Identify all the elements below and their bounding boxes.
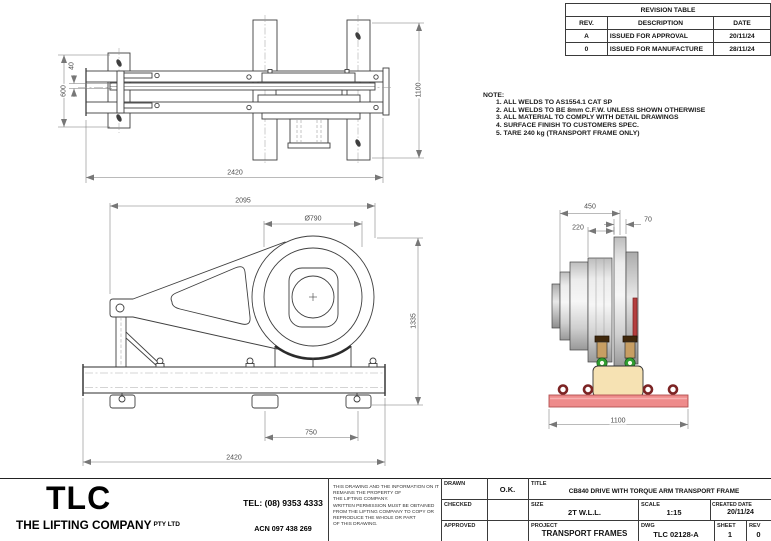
desc-cell: ISSUED FOR APPROVAL (606, 29, 715, 43)
company-logo: TLC (46, 480, 112, 516)
torque-arm-plate-side (613, 236, 627, 368)
drive-plate1 (559, 271, 571, 341)
dim-front-750: 750 (304, 429, 318, 437)
project-value: TRANSPORT FRAMES (541, 529, 628, 538)
project-label: PROJECT (531, 523, 558, 529)
approved-label: APPROVED (444, 523, 476, 529)
front-view-dimensions (82, 203, 423, 466)
base-lifting-eyes (557, 384, 679, 395)
drum-hub-octagon (288, 267, 339, 328)
desc-cell: ISSUED FOR MANUFACTURE (606, 42, 715, 56)
dim-front-2420: 2420 (225, 454, 243, 462)
date-cell: 28/11/24 (713, 42, 771, 56)
company-name-text: THE LIFTING COMPANY (16, 518, 152, 532)
front-beam (82, 366, 386, 394)
copyright-disclaimer: THIS DRAWING AND THE INFORMATION ON IT R… (333, 485, 439, 528)
company-suffix: PTY LTD (153, 521, 180, 528)
dwg-number: TLC 02128-A (653, 530, 699, 539)
dim-side-220: 220 (571, 224, 585, 232)
arm-support-post (115, 317, 164, 368)
disclaimer-line: REMAINS THE PROPERTY OF (333, 491, 402, 497)
drawn-value: O.K. (499, 485, 516, 494)
front-lifting-eye-symbols (118, 357, 378, 403)
note-item: 1. ALL WELDS TO AS1554.1 CAT SP (496, 99, 613, 106)
dim-top-1100: 1100 (415, 81, 423, 99)
dim-side-450: 450 (583, 203, 597, 211)
title-block (0, 478, 771, 541)
drum-bore-circle (291, 275, 335, 319)
dwg-label: DWG (641, 523, 655, 529)
drive-section2 (569, 261, 589, 351)
rev-cell: 0 (565, 42, 608, 56)
note-item: 3. ALL MATERIAL TO COMPLY WITH DETAIL DR… (496, 114, 679, 122)
table-row: A ISSUED FOR APPROVAL 20/11/24 (565, 29, 771, 43)
disclaimer-line: OF THIS DRAWING. (333, 522, 378, 528)
front-view (82, 235, 386, 409)
rev-label: REV (749, 523, 761, 529)
clamp-assembly-left (594, 335, 610, 369)
size-value: 2T W.L.L. (568, 508, 601, 517)
revision-table-title: REVISION TABLE (565, 3, 771, 17)
sheet-number: 1 (727, 530, 733, 539)
dim-side-1100: 1100 (609, 417, 627, 425)
disclaimer-line: THE LIFTING COMPANY. (333, 497, 389, 503)
notes-heading: NOTE: (483, 92, 505, 99)
phone-number: TEL: (08) 9353 4333 (243, 498, 323, 508)
date-cell: 20/11/24 (713, 29, 771, 43)
size-label: SIZE (531, 502, 544, 508)
acn-number: ACN 097 438 269 (254, 524, 312, 533)
saddle-block (592, 365, 644, 398)
scale-value: 1:15 (666, 508, 682, 517)
dim-top-40: 40 (68, 61, 76, 71)
drawing-title: CB840 DRIVE WITH TORQUE ARM TRANSPORT FR… (568, 488, 740, 495)
checked-label: CHECKED (444, 502, 472, 508)
dim-front-dia790: Ø790 (303, 215, 323, 223)
rev-cell: A (565, 29, 608, 43)
title-label: TITLE (531, 481, 547, 487)
created-date-value: 20/11/24 (727, 509, 754, 516)
drum-inner-circle (263, 247, 363, 347)
side-view-dimensions (548, 210, 689, 429)
plate-slot-holes (116, 32, 361, 147)
top-left-clamp (116, 70, 153, 114)
frame-feet (109, 394, 372, 409)
dim-front-2095: 2095 (234, 197, 252, 205)
drive-hub (551, 283, 561, 329)
revision-col-desc: DESCRIPTION (606, 16, 715, 30)
created-date-label: CREATED DATE (712, 502, 752, 508)
table-row: 0 ISSUED FOR MANUFACTURE 28/11/24 (565, 42, 771, 56)
top-view (78, 15, 393, 165)
notes-block: NOTE: 1. ALL WELDS TO AS1554.1 CAT SP 2.… (483, 92, 705, 138)
clamp-assembly-right (622, 335, 638, 369)
rev-number: 0 (756, 530, 761, 539)
top-eye-bolt-symbols (154, 72, 379, 111)
scale-label: SCALE (641, 502, 660, 508)
revision-table: REVISION TABLE REV. DESCRIPTION DATE A I… (565, 3, 771, 56)
revision-col-date: DATE (713, 16, 771, 30)
top-right-end-plate (382, 67, 390, 116)
note-item: 2. ALL WELDS TO BE 8mm C.F.W. UNLESS SHO… (496, 106, 706, 114)
dim-top-600: 600 (60, 84, 68, 98)
drawn-label: DRAWN (444, 481, 466, 487)
top-motor-block (289, 118, 329, 144)
arm-pin-hole (115, 303, 125, 313)
dim-front-1335: 1335 (410, 312, 418, 330)
disclaimer-line: FROM THE LIFTING COMPANY TO COPY OR (333, 509, 435, 515)
stop-bar-red (632, 297, 638, 339)
dim-side-70: 70 (643, 216, 653, 224)
sheet-label: SHEET (717, 523, 736, 529)
disclaimer-line: WRITTEN PERMISSION MUST BE OBTAINED (333, 503, 435, 509)
note-item: 5. TARE 240 kg (TRANSPORT FRAME ONLY) (496, 129, 640, 137)
note-item: 4. SURFACE FINISH TO CUSTOMERS SPEC. (496, 122, 639, 130)
dim-top-2420: 2420 (226, 169, 244, 177)
disclaimer-line: REPRODUCE THE WHOLE OR PART (333, 516, 416, 522)
disclaimer-line: THIS DRAWING AND THE INFORMATION ON IT (333, 485, 439, 490)
base-plate (548, 394, 689, 408)
torque-arm-cutout (170, 266, 251, 325)
side-view (548, 236, 689, 408)
revision-col-rev: REV. (565, 16, 608, 30)
